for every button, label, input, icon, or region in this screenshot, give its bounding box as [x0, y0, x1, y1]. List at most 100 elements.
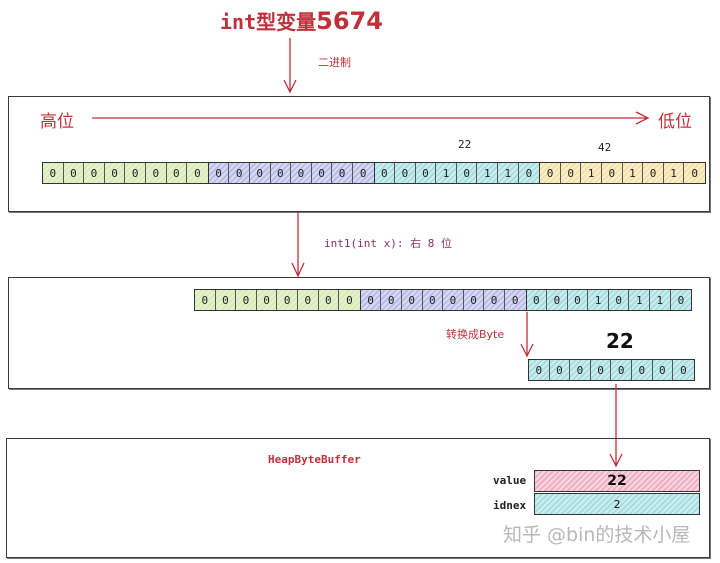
value-field: 22	[534, 470, 700, 492]
bit: 0	[416, 163, 437, 183]
byte-value-label: 22	[606, 329, 634, 353]
arrow-down-icon	[283, 38, 297, 94]
bit: 0	[346, 293, 353, 307]
heap-byte-buffer-label: HeapByteBuffer	[268, 453, 361, 466]
bit: 0	[443, 290, 464, 310]
bit: 0	[236, 290, 257, 310]
bit: 0	[511, 293, 519, 307]
bit: 0	[194, 166, 201, 180]
high-bit-label: 高位	[40, 112, 74, 132]
bit: 0	[359, 166, 367, 180]
bit: 1	[581, 163, 603, 183]
shift-step-label: int1(int x): 右 8 位	[324, 237, 452, 250]
title-text: int型变量	[220, 10, 317, 34]
low-bit-label: 低位	[658, 112, 692, 132]
bit: 0	[423, 290, 444, 310]
bit: 0	[298, 290, 319, 310]
bit: 0	[570, 360, 591, 380]
diagram-title: int型变量5674	[220, 6, 383, 35]
bit: 0	[250, 163, 271, 183]
bit: 0	[464, 290, 485, 310]
bit: 1	[629, 290, 651, 310]
binary-step-label: 二进制	[318, 56, 351, 69]
value-field-value: 22	[607, 473, 627, 489]
arrow-down-icon	[609, 384, 623, 468]
bit: 0	[125, 163, 146, 183]
bit: 1	[436, 163, 457, 183]
bit: 1	[588, 290, 609, 310]
arrow-down-icon	[291, 212, 305, 278]
bit: 0	[209, 163, 230, 183]
bit: 1	[477, 163, 499, 183]
bit: 0	[691, 166, 699, 180]
watermark: 知乎 @bin的技术小屋	[503, 524, 691, 546]
bit: 0	[277, 290, 298, 310]
bit: 0	[257, 290, 278, 310]
bit: 1	[664, 163, 685, 183]
bit: 0	[105, 163, 126, 183]
bit: 1	[650, 290, 671, 310]
bit: 0	[561, 163, 582, 183]
bit: 0	[457, 163, 478, 183]
byte-label-22: 22	[458, 138, 472, 151]
bit: 0	[643, 163, 664, 183]
bit: 0	[375, 163, 396, 183]
bit: 1	[498, 163, 519, 183]
arrow-right-icon	[92, 111, 650, 125]
binary-panel	[8, 96, 710, 212]
index-field: 2	[534, 493, 700, 515]
bit: 0	[484, 290, 505, 310]
bit: 1	[623, 163, 644, 183]
bit: 0	[84, 163, 105, 183]
bit: 0	[361, 290, 382, 310]
bit: 0	[146, 163, 167, 183]
bit: 0	[312, 163, 333, 183]
bit: 0	[653, 360, 674, 380]
bit: 0	[547, 290, 568, 310]
bit: 0	[43, 163, 64, 183]
bit: 0	[611, 360, 632, 380]
bit: 0	[229, 163, 250, 183]
bit: 0	[291, 163, 312, 183]
arrow-down-icon	[520, 312, 534, 358]
bit: 0	[402, 290, 423, 310]
bit: 0	[525, 166, 533, 180]
bit: 0	[602, 163, 623, 183]
bit: 0	[527, 290, 548, 310]
bit: 0	[64, 163, 85, 183]
bit: 0	[591, 360, 612, 380]
bit: 0	[609, 290, 630, 310]
bit: 0	[395, 163, 416, 183]
bit: 0	[319, 290, 340, 310]
bit: 0	[680, 363, 687, 377]
bit: 0	[381, 290, 402, 310]
bit: 0	[271, 163, 292, 183]
index-field-label: idnex	[493, 499, 527, 512]
convert-byte-label: 转换成Byte	[446, 328, 505, 341]
byte-label-42: 42	[598, 141, 612, 154]
bit: 0	[529, 360, 550, 380]
bit: 0	[540, 163, 561, 183]
value-field-label: value	[493, 474, 527, 487]
bit: 0	[568, 290, 589, 310]
title-number: 5674	[316, 7, 383, 35]
bit: 0	[632, 360, 653, 380]
bit: 0	[216, 290, 237, 310]
bit: 0	[677, 293, 685, 307]
index-field-value: 2	[613, 497, 621, 511]
bit: 0	[195, 290, 216, 310]
bit: 0	[550, 360, 571, 380]
bit: 0	[167, 163, 188, 183]
bit: 0	[332, 163, 353, 183]
